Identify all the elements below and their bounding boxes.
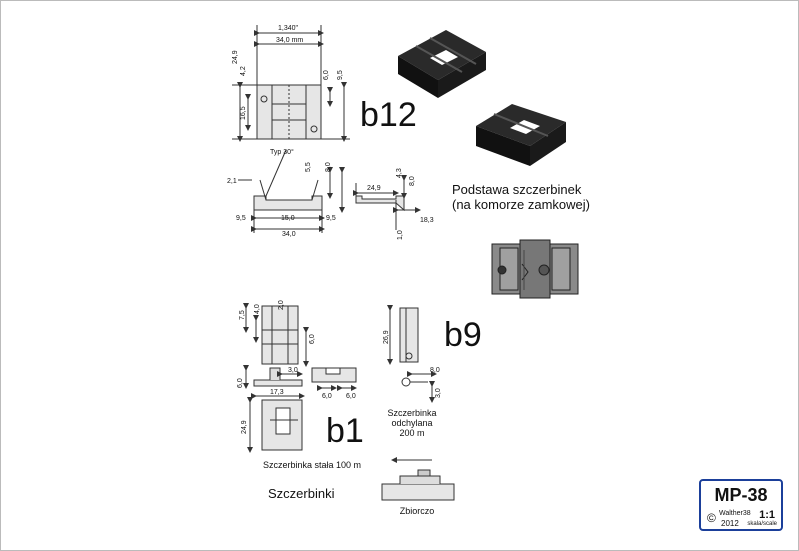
author-name: Walther38 [719,510,751,517]
b1-front-view [243,365,305,399]
svg-text:2,0: 2,0 [278,300,285,310]
svg-text:1,340": 1,340" [278,25,299,32]
b1-side-view [311,367,357,391]
svg-text:9,5: 9,5 [337,70,344,80]
svg-text:6,0: 6,0 [346,393,356,400]
svg-text:6,0: 6,0 [323,70,330,80]
part-label-b1: b1 [326,412,364,450]
b9-front-view [387,305,419,365]
svg-text:6,0: 6,0 [322,393,332,400]
svg-text:24,9: 24,9 [232,50,239,64]
b9-side-view [401,371,437,403]
b1-top-view [243,303,309,367]
svg-text:3,0: 3,0 [288,367,298,374]
svg-text:6,0: 6,0 [309,334,316,344]
svg-text:8,0: 8,0 [430,367,440,374]
assembly-view [381,457,455,501]
stamp-year: 2012 [721,519,739,528]
stamp-scale: 1:1 [759,509,775,521]
caption-base-line2: (na komorze zamkowej) [452,197,590,212]
dimension-texts: 1,340" 34,0 mm 24,9 4,2 16,5 6,0 9,5 Typ… [227,25,442,434]
svg-text:15,0: 15,0 [281,215,295,222]
svg-text:4,0: 4,0 [254,304,261,314]
svg-text:9,5: 9,5 [326,215,336,222]
caption-folding-line3: 200 m [399,428,425,438]
caption-sights: Szczerbinki [268,486,335,501]
svg-text:8,0: 8,0 [325,162,332,172]
svg-text:Typ 30°: Typ 30° [270,148,294,156]
svg-text:4,3: 4,3 [396,168,403,178]
svg-text:26,9: 26,9 [383,330,390,344]
caption-fixed-sight: Szczerbinka stała 100 m [262,460,362,470]
base-render [491,239,579,299]
b12-top-view [232,25,350,142]
svg-text:4,2: 4,2 [240,66,247,76]
stamp-scale-label: skala/scale [747,521,777,527]
svg-text:34,0: 34,0 [282,231,296,238]
model-code: MP-38 [714,485,768,505]
svg-text:17,3: 17,3 [270,389,284,396]
caption-folding-line1: Szczerbinka [387,408,437,418]
svg-text:1,0: 1,0 [397,230,404,240]
b12-photo-top [398,30,486,98]
caption-assembly: Zbiorczo [399,506,435,516]
b12-photo-bottom [476,104,566,166]
svg-text:34,0 mm: 34,0 mm [276,37,303,44]
b12-front-view [238,149,345,233]
svg-text:2,1: 2,1 [227,178,237,185]
svg-text:16,5: 16,5 [240,106,247,120]
svg-text:24,9: 24,9 [367,185,381,192]
svg-text:7,5: 7,5 [239,310,246,320]
svg-text:5,5: 5,5 [305,162,312,172]
caption-base-line1: Podstawa szczerbinek [452,182,582,197]
copyright-icon: © [707,511,716,525]
svg-text:9,5: 9,5 [236,215,246,222]
title-stamp: MP-38 © Walther38 2012 1:1 skala/scale [699,479,783,531]
b12-side-view [353,175,421,230]
svg-text:3,0: 3,0 [435,388,442,398]
svg-text:8,0: 8,0 [409,176,416,186]
svg-text:6,0: 6,0 [237,378,244,388]
caption-folding-line2: odchylana [391,418,433,428]
b1-plan-view [247,397,303,453]
svg-text:24,9: 24,9 [241,420,248,434]
svg-text:18,3: 18,3 [420,217,434,224]
part-label-b12: b12 [360,96,417,134]
part-label-b9: b9 [444,316,482,354]
